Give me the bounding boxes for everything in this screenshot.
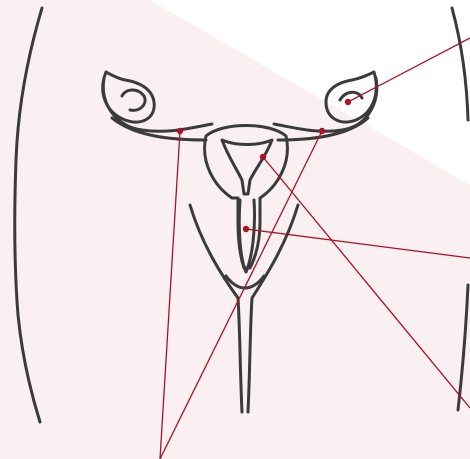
- right-body-outline: [452, 8, 468, 120]
- ovary-callout: [345, 38, 470, 105]
